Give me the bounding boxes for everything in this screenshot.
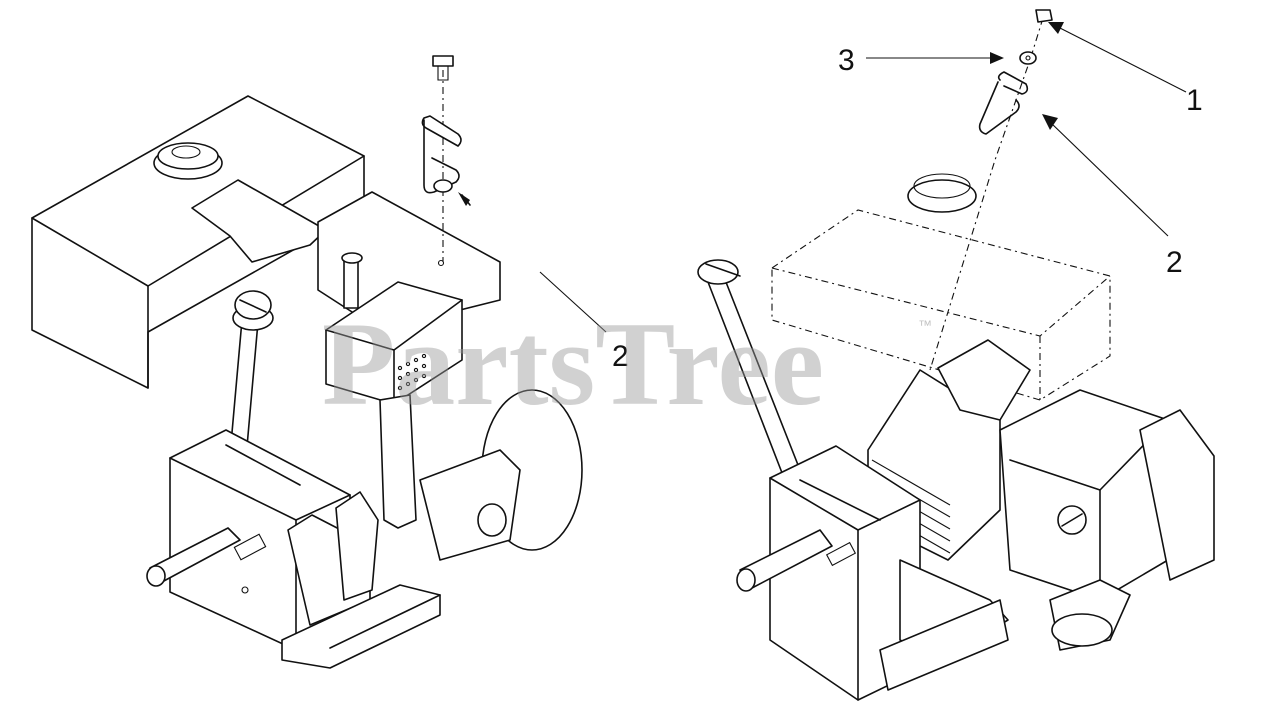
left-fuel-tank: [31, 95, 365, 389]
left-clip-icon: [421, 115, 462, 147]
right-nut-icon: [1035, 9, 1053, 23]
callout-right-1: 1: [1186, 84, 1203, 117]
left-spark-plug: [341, 252, 363, 309]
watermark-trademark: ™: [918, 317, 932, 333]
left-muffler: [325, 281, 583, 561]
callout-right-3: 3: [838, 44, 855, 77]
callout-right-2: 2: [1166, 246, 1183, 279]
left-washer-icon: [433, 179, 453, 193]
right-exhaust: [1049, 579, 1131, 651]
right-engine-assembly: [697, 9, 1215, 701]
right-air-cleaner: [999, 389, 1215, 601]
right-washer-icon: [1019, 51, 1037, 65]
left-exploded-hardware: [421, 55, 471, 262]
left-dipstick-tube: [229, 290, 274, 459]
watermark-text: PartsTree: [322, 297, 824, 430]
callout-left-2: 2: [612, 340, 629, 373]
right-crankcase: [736, 445, 1009, 701]
left-engine-assembly: [31, 55, 607, 669]
left-callout-2-leader: [539, 271, 607, 333]
right-fuel-tank: [771, 173, 1111, 401]
left-bolt-head-icon: [432, 55, 454, 67]
left-shroud: [191, 179, 501, 331]
left-crankcase: [146, 429, 441, 669]
right-callout-leaders: [866, 22, 1187, 237]
right-exploded-hardware: [929, 9, 1053, 371]
right-clip-icon: [997, 71, 1029, 95]
